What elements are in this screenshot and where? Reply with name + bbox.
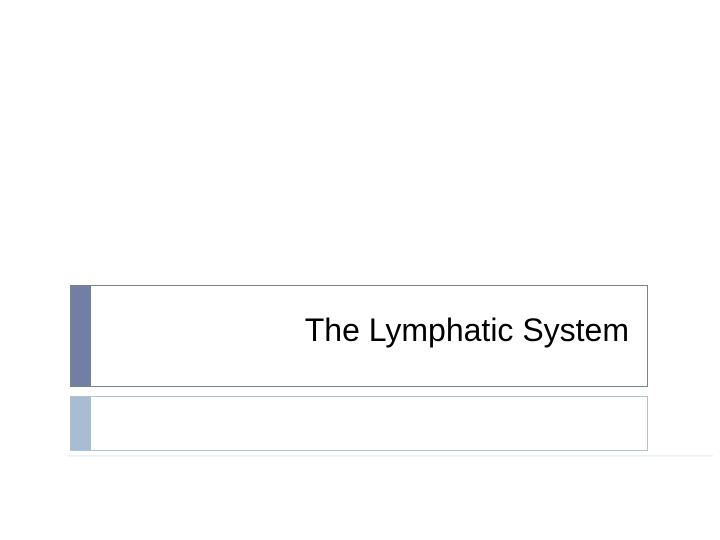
title-placeholder[interactable]: The Lymphatic System <box>70 285 648 387</box>
subtitle-text-area <box>91 397 647 450</box>
subtitle-placeholder[interactable] <box>70 396 648 451</box>
subtitle-accent-bar <box>71 397 91 450</box>
subtitle-reflection-line <box>67 455 713 457</box>
title-text-area: The Lymphatic System <box>91 286 647 386</box>
title-accent-bar <box>71 286 91 386</box>
slide-title-text: The Lymphatic System <box>304 311 629 348</box>
